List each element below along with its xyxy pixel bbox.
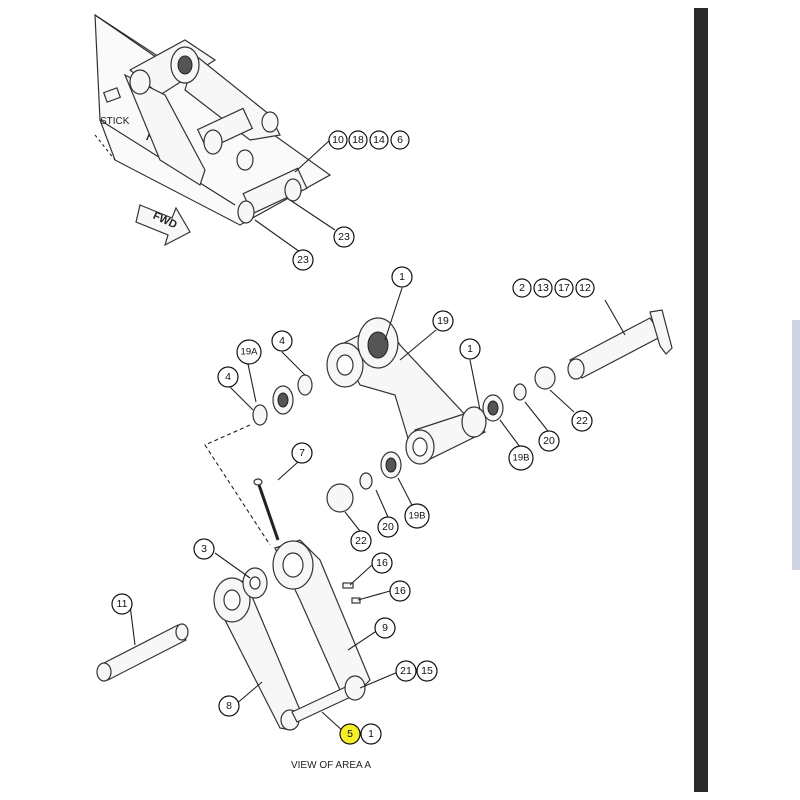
lower-linkage (96, 461, 399, 734)
svg-text:3: 3 (201, 543, 207, 555)
callout-7[interactable]: 7 (291, 442, 313, 464)
callout-14[interactable]: 14 (369, 130, 389, 150)
svg-text:19B: 19B (409, 511, 426, 522)
callout-18[interactable]: 18 (348, 130, 368, 150)
callout-13[interactable]: 13 (533, 278, 553, 298)
upper-linkage (204, 287, 673, 546)
callout-20-lower[interactable]: 20 (377, 516, 399, 538)
callout-2[interactable]: 2 (512, 278, 532, 298)
svg-text:8: 8 (226, 700, 232, 712)
svg-text:23: 23 (297, 254, 309, 266)
svg-text:13: 13 (537, 282, 549, 294)
svg-text:6: 6 (397, 134, 403, 146)
callout-16-upper[interactable]: 16 (371, 552, 393, 574)
svg-text:9: 9 (382, 622, 388, 634)
svg-text:4: 4 (279, 335, 285, 347)
svg-text:19: 19 (437, 315, 449, 327)
callout-1-mid[interactable]: 1 (459, 338, 481, 360)
callout-1-lower[interactable]: 1 (360, 723, 382, 745)
callout-12[interactable]: 12 (575, 278, 595, 298)
svg-text:1: 1 (399, 271, 405, 283)
svg-text:23: 23 (338, 231, 350, 243)
callout-15[interactable]: 15 (416, 660, 438, 682)
svg-text:14: 14 (373, 134, 385, 146)
svg-text:22: 22 (355, 535, 367, 547)
callout-21[interactable]: 21 (395, 660, 417, 682)
callout-23-top[interactable]: 23 (333, 226, 355, 248)
svg-text:20: 20 (543, 435, 555, 447)
fwd-arrow: FWD (135, 204, 191, 247)
svg-text:7: 7 (299, 447, 305, 459)
viewer-scrollbar[interactable] (694, 8, 708, 792)
callout-1-upper[interactable]: 1 (391, 266, 413, 288)
callout-4-lower[interactable]: 4 (217, 366, 239, 388)
callout-19[interactable]: 19 (432, 310, 454, 332)
callout-6[interactable]: 6 (390, 130, 410, 150)
callout-11[interactable]: 11 (111, 593, 133, 615)
svg-text:1: 1 (467, 343, 473, 355)
callout-5-highlighted[interactable]: 5 (339, 723, 361, 745)
callout-19a[interactable]: 19A (236, 339, 262, 365)
svg-text:22: 22 (576, 415, 588, 427)
stick-label: STICK (100, 116, 130, 127)
svg-text:15: 15 (421, 665, 433, 677)
svg-text:20: 20 (382, 521, 394, 533)
callout-4-upper[interactable]: 4 (271, 330, 293, 352)
right-margin (708, 8, 800, 792)
callout-16-lower[interactable]: 16 (389, 580, 411, 602)
stick-inset: STICK A FWD (94, 13, 336, 253)
svg-text:12: 12 (579, 282, 591, 294)
svg-text:4: 4 (225, 371, 231, 383)
callout-9[interactable]: 9 (374, 617, 396, 639)
callout-19b-lower[interactable]: 19B (404, 503, 430, 529)
svg-text:1: 1 (368, 728, 374, 740)
callout-22-lower[interactable]: 22 (350, 530, 372, 552)
callout-22-right[interactable]: 22 (571, 410, 593, 432)
callout-10[interactable]: 10 (328, 130, 348, 150)
svg-text:18: 18 (352, 134, 364, 146)
svg-text:2: 2 (519, 282, 525, 294)
callout-19b-right[interactable]: 19B (508, 445, 534, 471)
callout-17[interactable]: 17 (554, 278, 574, 298)
svg-text:19B: 19B (513, 453, 530, 464)
callout-3[interactable]: 3 (193, 538, 215, 560)
svg-text:16: 16 (394, 585, 406, 597)
svg-text:21: 21 (400, 665, 412, 677)
svg-text:17: 17 (558, 282, 570, 294)
svg-text:11: 11 (117, 598, 128, 610)
background-window-edge (792, 320, 800, 570)
svg-text:16: 16 (376, 557, 388, 569)
callout-labels: 10 18 14 6 23 23 1 19 2 13 17 12 19A 4 4… (111, 130, 595, 745)
callout-23-bottom[interactable]: 23 (292, 249, 314, 271)
callout-20-right[interactable]: 20 (538, 430, 560, 452)
view-caption: VIEW OF AREA A (291, 760, 371, 771)
svg-text:5: 5 (347, 728, 353, 740)
callout-8[interactable]: 8 (218, 695, 240, 717)
svg-text:10: 10 (332, 134, 344, 146)
svg-text:19A: 19A (241, 347, 259, 358)
